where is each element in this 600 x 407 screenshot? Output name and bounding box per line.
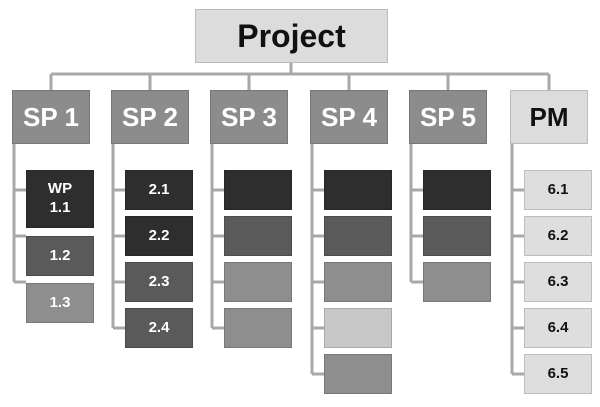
- work-package-4-2: [324, 216, 392, 256]
- work-package-label: 6.3: [547, 272, 569, 290]
- work-package-3-1: [224, 170, 292, 210]
- root-node-project: Project: [195, 9, 388, 63]
- work-package-label: 1.2: [49, 246, 71, 264]
- work-package-4-5: [324, 354, 392, 394]
- work-package-6-5: 6.5: [524, 354, 592, 394]
- work-package-label: 2.1: [148, 180, 170, 198]
- work-package-1-2: 1.2: [26, 236, 94, 276]
- work-package-label: 2.3: [148, 272, 170, 290]
- subproject-node-6: PM: [510, 90, 588, 144]
- work-package-1-3: 1.3: [26, 283, 94, 323]
- work-package-6-4: 6.4: [524, 308, 592, 348]
- work-package-5-2: [423, 216, 491, 256]
- subproject-node-2: SP 2: [111, 90, 189, 144]
- work-package-6-1: 6.1: [524, 170, 592, 210]
- work-package-label: 2.4: [148, 318, 170, 336]
- work-package-5-3: [423, 262, 491, 302]
- subproject-label: SP 1: [23, 101, 79, 132]
- work-package-2-2: 2.2: [125, 216, 193, 256]
- work-package-4-1: [324, 170, 392, 210]
- work-package-5-1: [423, 170, 491, 210]
- work-package-label: 6.2: [547, 226, 569, 244]
- work-package-2-1: 2.1: [125, 170, 193, 210]
- work-package-3-4: [224, 308, 292, 348]
- subproject-label: SP 3: [221, 101, 277, 132]
- work-package-6-3: 6.3: [524, 262, 592, 302]
- work-package-4-4: [324, 308, 392, 348]
- root-node-label: Project: [237, 17, 346, 54]
- work-package-3-3: [224, 262, 292, 302]
- work-package-label: WP 1.1: [47, 180, 73, 216]
- work-package-4-3: [324, 262, 392, 302]
- work-package-label: 6.5: [547, 364, 569, 382]
- work-package-2-4: 2.4: [125, 308, 193, 348]
- work-package-3-2: [224, 216, 292, 256]
- work-package-label: 1.3: [49, 293, 71, 311]
- work-package-6-2: 6.2: [524, 216, 592, 256]
- subproject-node-5: SP 5: [409, 90, 487, 144]
- subproject-label: SP 2: [122, 101, 178, 132]
- work-package-2-3: 2.3: [125, 262, 193, 302]
- work-package-label: 6.4: [547, 318, 569, 336]
- work-package-label: 2.2: [148, 226, 170, 244]
- work-package-1-1: WP 1.1: [26, 170, 94, 228]
- work-package-label: 6.1: [547, 180, 569, 198]
- subproject-label: PM: [529, 101, 569, 132]
- subproject-label: SP 4: [321, 101, 377, 132]
- subproject-label: SP 5: [420, 101, 476, 132]
- subproject-node-4: SP 4: [310, 90, 388, 144]
- subproject-node-1: SP 1: [12, 90, 90, 144]
- subproject-node-3: SP 3: [210, 90, 288, 144]
